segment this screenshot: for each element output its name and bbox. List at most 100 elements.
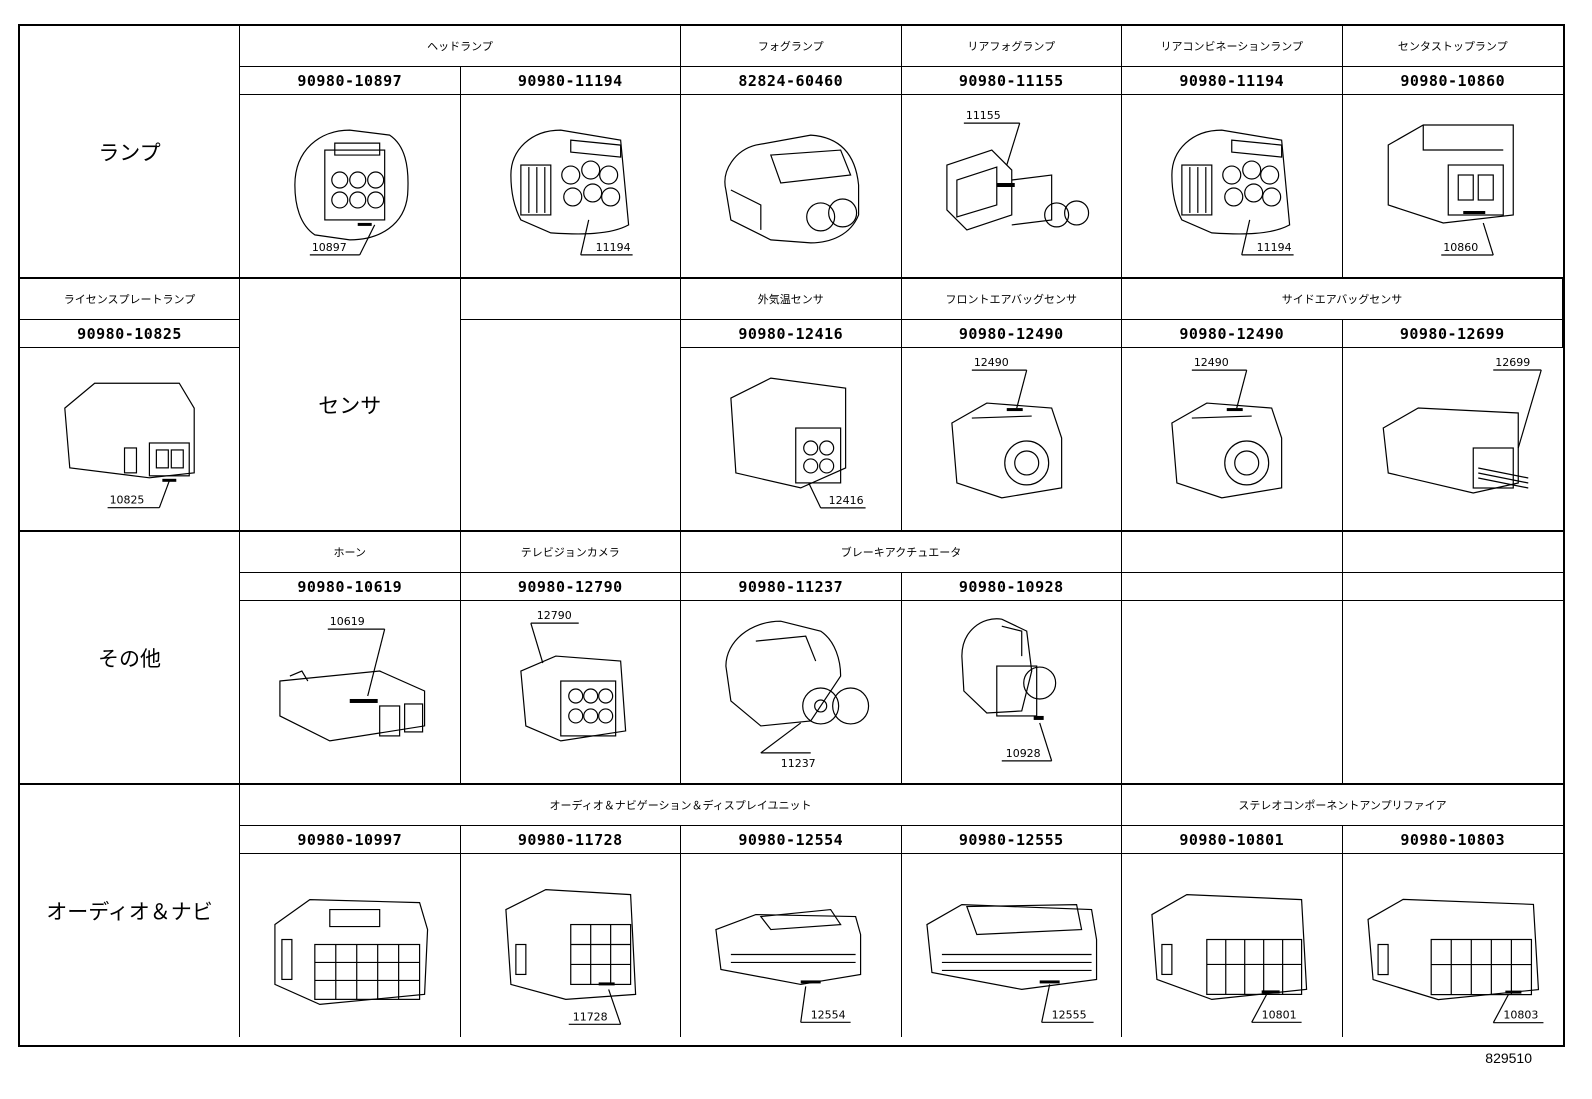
pin-tag: 12490 (973, 356, 1008, 369)
section-label-lamp: ランプ (20, 26, 240, 279)
part-name-side-airbag-sensor: サイドエアバッグセンサ (1122, 279, 1563, 320)
pin-tag: 10619 (330, 615, 365, 628)
part-name-rear-foglamp: リアフォグランプ (901, 26, 1122, 67)
empty-cell (1342, 573, 1563, 601)
part-number: 82824-60460 (681, 67, 902, 95)
part-name-rear-combination-lamp: リアコンビネーションランプ (1122, 26, 1343, 67)
pin-tag: 11728 (572, 1010, 607, 1023)
part-name-center-stop-lamp: センタストップランプ (1342, 26, 1563, 67)
connector-image: 12699 (1342, 348, 1563, 532)
empty-cell (1122, 532, 1343, 573)
pin-tag: 11194 (595, 241, 630, 254)
part-name-license-lamp: ライセンスプレートランプ (20, 279, 240, 320)
part-number: 90980-11194 (460, 67, 681, 95)
part-number: 90980-10803 (1342, 826, 1563, 854)
pin-tag: 12416 (829, 494, 864, 507)
connector-image: 10801 (1122, 854, 1343, 1037)
part-number: 90980-12416 (681, 320, 902, 348)
connector-image: 10825 (20, 348, 240, 532)
part-number: 90980-10860 (1342, 67, 1563, 95)
connector-image: 12416 (681, 348, 902, 532)
pin-tag: 12490 (1194, 356, 1229, 369)
empty-cell (1122, 601, 1343, 785)
empty-cell (460, 320, 681, 532)
box-connector-drawing: 10825 (64, 382, 195, 509)
pin-tag: 12554 (811, 1008, 846, 1021)
part-name-front-airbag-sensor: フロントエアバッグセンサ (901, 279, 1122, 320)
section-label-other: その他 (20, 532, 240, 785)
pin-tag: 11155 (965, 109, 1000, 122)
actuator-connector-drawing: 10928 (960, 618, 1056, 762)
part-number: 90980-12555 (901, 826, 1122, 854)
part-number: 90980-12790 (460, 573, 681, 601)
flat-multi-pin-connector-drawing: 12555 (925, 903, 1097, 1023)
round-connector-drawing: 11194 (509, 129, 633, 256)
part-name-foglamp: フォグランプ (681, 26, 902, 67)
pin-tag: 10897 (312, 241, 347, 254)
actuator-connector-drawing: 11237 (725, 620, 870, 770)
pin-tag: 10860 (1443, 241, 1478, 254)
flat-multi-pin-connector-drawing: 12554 (715, 908, 862, 1023)
airbag-connector-drawing: 12490 (950, 356, 1062, 499)
pin-tag: 12555 (1051, 1008, 1086, 1021)
part-number: 90980-11728 (460, 826, 681, 854)
connector-image: 11194 (1122, 95, 1343, 279)
part-number: 90980-12490 (1122, 320, 1343, 348)
part-name-outside-temp-sensor: 外気温センサ (681, 279, 902, 320)
part-number: 90980-10897 (240, 67, 461, 95)
empty-cell (1342, 532, 1563, 573)
round-connector-drawing: 10897 (294, 129, 409, 256)
connector-image (240, 854, 461, 1037)
empty-cell (1122, 573, 1343, 601)
connector-image: 11155 (901, 95, 1122, 279)
camera-connector-drawing: 12790 (519, 609, 626, 742)
multi-pin-connector-drawing: 11728 (504, 889, 636, 1025)
connector-image: 11237 (681, 601, 902, 785)
part-name-audio-nav-display: オーディオ＆ナビゲーション＆ディスプレイユニット (240, 785, 1122, 826)
multi-pin-connector-drawing: 10801 (1151, 894, 1308, 1023)
part-number: 90980-12699 (1342, 320, 1563, 348)
part-name-horn: ホーン (240, 532, 461, 573)
horn-connector-drawing: 10619 (279, 615, 426, 742)
part-number: 90980-10928 (901, 573, 1122, 601)
connector-image: 12790 (460, 601, 681, 785)
square-connector-drawing: 12416 (730, 377, 866, 509)
empty-cell (1342, 601, 1563, 785)
connector-image: 10928 (901, 601, 1122, 785)
document-code: 829510 (1485, 1050, 1532, 1066)
connector-image (681, 95, 902, 279)
connector-image: 12555 (902, 854, 1122, 1037)
airbag-connector-drawing: 12490 (1171, 356, 1283, 499)
section-label-sensor: センサ (240, 279, 461, 532)
inline-connector-drawing: 11155 (945, 109, 1089, 231)
connector-image: 10803 (1343, 854, 1564, 1037)
pin-tag: 10801 (1262, 1008, 1297, 1021)
fog-connector-drawing (724, 134, 860, 244)
part-name-headlamp: ヘッドランプ (240, 26, 681, 67)
part-number: 90980-11155 (901, 67, 1122, 95)
part-number: 90980-10997 (240, 826, 461, 854)
multi-pin-connector-drawing (274, 899, 429, 1005)
pin-tag: 10803 (1503, 1009, 1538, 1022)
pin-tag: 10928 (1005, 747, 1040, 760)
part-number: 90980-10619 (240, 573, 461, 601)
part-number: 90980-12490 (901, 320, 1122, 348)
connector-image: 11728 (461, 854, 681, 1037)
section-label-audio-nav: オーディオ＆ナビ (20, 785, 240, 1037)
pin-tag: 10825 (110, 494, 145, 507)
connector-image: 10897 (240, 95, 461, 279)
part-number: 90980-10801 (1122, 826, 1343, 854)
empty-cell (460, 279, 681, 320)
part-number: 90980-11237 (681, 573, 902, 601)
flat-connector-drawing: 12699 (1382, 356, 1542, 494)
connector-table: ランプ ヘッドランプ フォグランプ リアフォグランプ リアコンビネーションランプ… (18, 24, 1565, 1047)
pin-tag: 11237 (781, 757, 816, 770)
pin-tag: 12790 (536, 609, 571, 622)
part-name-tv-camera: テレビジョンカメラ (460, 532, 681, 573)
round-connector-drawing: 11194 (1171, 129, 1294, 256)
connector-image: 12554 (681, 854, 902, 1037)
pin-tag: 12699 (1495, 356, 1530, 369)
connector-image: 11194 (460, 95, 681, 279)
multi-pin-connector-drawing: 10803 (1366, 898, 1543, 1024)
connector-image: 12490 (1122, 348, 1343, 532)
